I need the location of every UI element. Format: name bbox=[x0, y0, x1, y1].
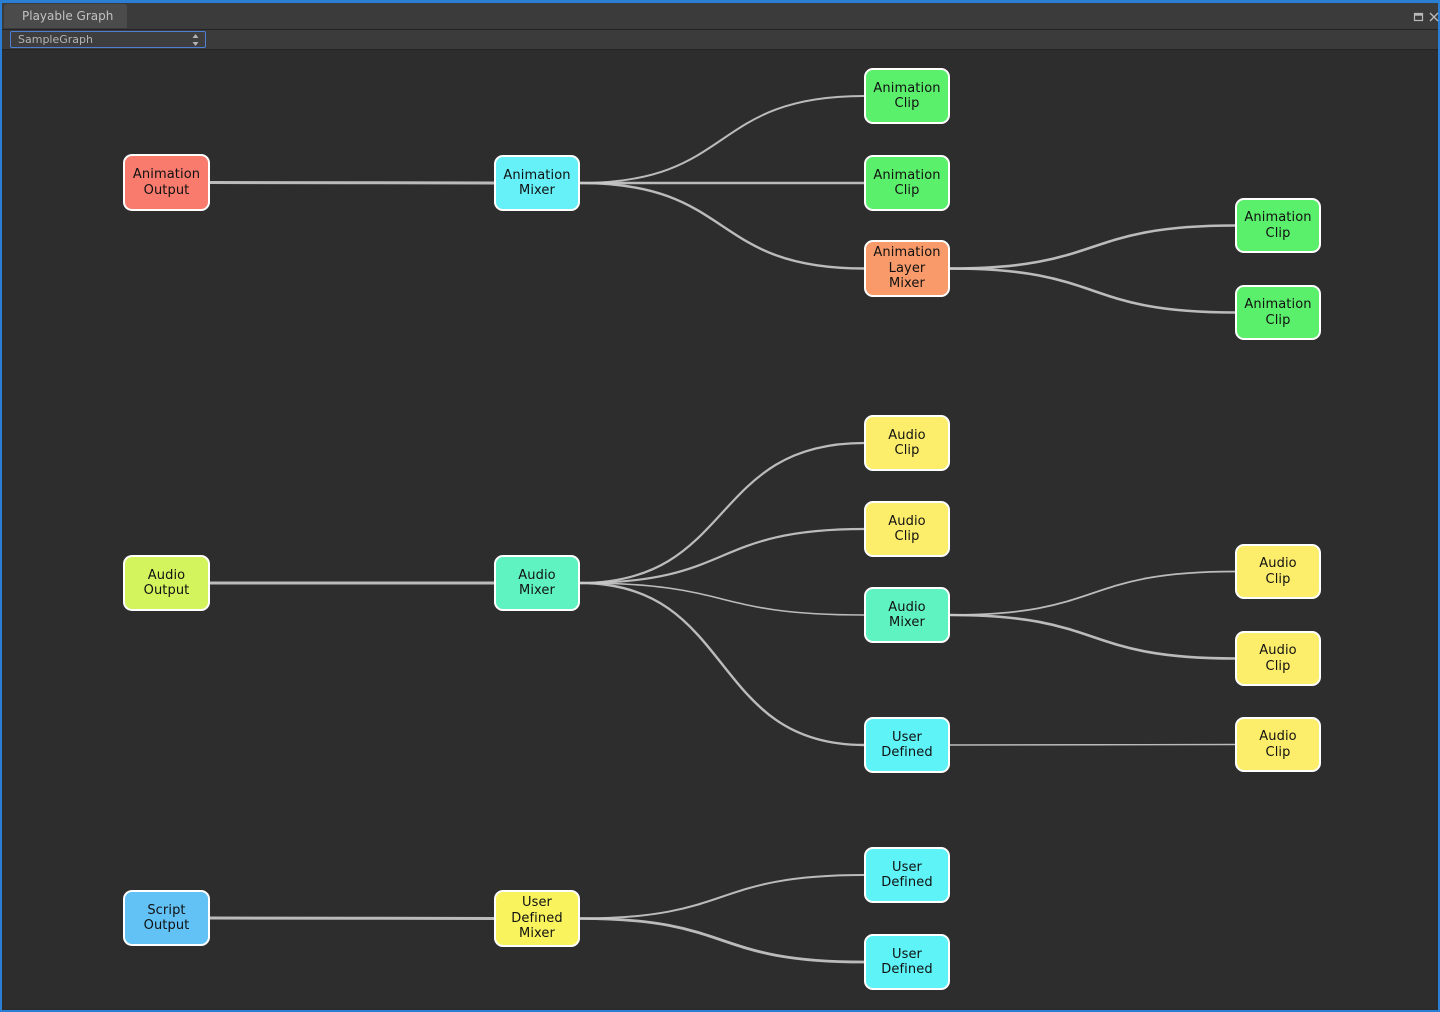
graph-toolbar: SampleGraph bbox=[2, 30, 1438, 74]
node-label: Audio Clip bbox=[888, 427, 926, 459]
node-label: Animation Clip bbox=[873, 80, 941, 112]
maximize-icon[interactable] bbox=[1410, 9, 1426, 25]
node-animation-clip[interactable]: Animation Clip bbox=[1235, 285, 1321, 340]
node-label: User Defined bbox=[881, 859, 933, 891]
updown-arrow-icon bbox=[191, 33, 200, 49]
node-audio-mixer[interactable]: Audio Mixer bbox=[494, 555, 580, 611]
graph-edge bbox=[579, 874, 865, 920]
node-label: Animation Mixer bbox=[503, 167, 571, 199]
tab-bar: Playable Graph bbox=[2, 3, 1440, 30]
node-label: User Defined Mixer bbox=[511, 895, 563, 942]
node-user-defined[interactable]: User Defined bbox=[864, 934, 950, 990]
graph-selector-value: SampleGraph bbox=[18, 33, 93, 46]
node-user-defined-mixer[interactable]: User Defined Mixer bbox=[494, 890, 580, 947]
node-audio-clip[interactable]: Audio Clip bbox=[1235, 717, 1321, 772]
node-animation-output[interactable]: Animation Output bbox=[123, 154, 210, 211]
node-label: Audio Clip bbox=[1259, 643, 1297, 674]
node-label: Animation Clip bbox=[873, 167, 941, 199]
graph-edge bbox=[578, 917, 866, 964]
node-label: Animation Output bbox=[132, 167, 201, 198]
node-user-defined[interactable]: User Defined bbox=[864, 847, 950, 903]
node-label: Animation Clip bbox=[1244, 297, 1312, 328]
node-audio-clip[interactable]: Audio Clip bbox=[1235, 544, 1321, 599]
graph-edge bbox=[579, 582, 865, 616]
graph-selector-dropdown[interactable]: SampleGraph bbox=[10, 31, 206, 48]
node-user-defined[interactable]: User Defined bbox=[864, 717, 950, 773]
node-audio-clip[interactable]: Audio Clip bbox=[864, 415, 950, 471]
graph-edge bbox=[208, 181, 496, 185]
node-audio-clip[interactable]: Audio Clip bbox=[864, 501, 950, 557]
node-label: Audio Mixer bbox=[888, 599, 926, 631]
node-animation-clip[interactable]: Animation Clip bbox=[1235, 198, 1321, 253]
node-animation-layer-mixer[interactable]: Animation Layer Mixer bbox=[864, 240, 950, 297]
close-icon[interactable] bbox=[1426, 9, 1440, 25]
node-label: Audio Output bbox=[143, 567, 190, 599]
graph-edge bbox=[578, 527, 866, 585]
node-label: Audio Mixer bbox=[518, 567, 556, 599]
node-label: Audio Clip bbox=[1259, 556, 1297, 587]
node-label: User Defined bbox=[881, 946, 933, 978]
node-audio-mixer[interactable]: Audio Mixer bbox=[864, 587, 950, 643]
node-animation-clip[interactable]: Animation Clip bbox=[864, 155, 950, 211]
node-audio-output[interactable]: Audio Output bbox=[123, 555, 210, 611]
graph-edges-layer bbox=[208, 95, 1237, 964]
node-animation-mixer[interactable]: Animation Mixer bbox=[494, 155, 580, 211]
node-label: User Defined bbox=[881, 729, 933, 761]
node-audio-clip[interactable]: Audio Clip bbox=[1235, 631, 1321, 686]
graph-edge bbox=[949, 570, 1236, 616]
graph-edge bbox=[948, 613, 1237, 660]
graph-edge bbox=[948, 267, 1237, 314]
graph-edge bbox=[578, 181, 866, 270]
node-script-output[interactable]: Script Output bbox=[123, 890, 210, 946]
tab-playable-graph[interactable]: Playable Graph bbox=[4, 4, 128, 28]
node-label: Animation Layer Mixer bbox=[873, 245, 941, 292]
node-label: Animation Clip bbox=[1244, 210, 1312, 241]
node-label: Audio Clip bbox=[1259, 729, 1297, 760]
graph-edge bbox=[578, 441, 866, 585]
node-label: Script Output bbox=[143, 902, 190, 934]
graph-edge bbox=[208, 916, 496, 920]
graph-edge bbox=[578, 581, 866, 747]
node-animation-clip[interactable]: Animation Clip bbox=[864, 68, 950, 124]
graph-edge bbox=[579, 95, 865, 184]
window-focus-strip bbox=[2, 0, 1440, 3]
node-label: Audio Clip bbox=[888, 513, 926, 545]
graph-edge bbox=[949, 743, 1236, 746]
graph-edge bbox=[948, 224, 1237, 270]
